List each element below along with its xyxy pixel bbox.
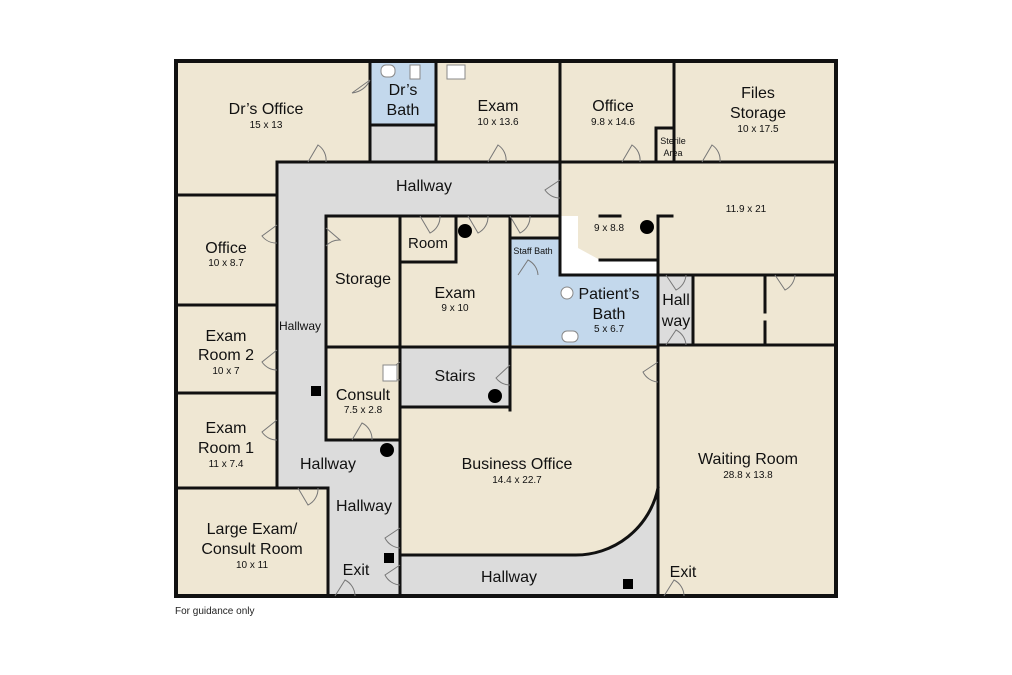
staff-bath-area [510,238,560,345]
exam-room-2-name-1: Exam [206,328,247,345]
hallway-connector [370,125,436,162]
hallway-lower-name: Hallway [336,498,392,515]
hallway-small-name-1: Hall [662,292,690,309]
stairs-name: Stairs [435,368,476,385]
exam-room-1-size: 11 x 7.4 [209,459,244,470]
large-exam-name-2: Consult Room [201,541,302,558]
files-storage-name-1: Files [741,85,775,102]
sterile-area-name-2: Area [663,148,682,158]
exam-room-2-name-2: Room 2 [198,347,254,364]
sterile-area-name-1: Sterile [660,136,686,146]
footer-note: For guidance only [175,606,255,617]
exam-room-1-name-1: Exam [206,420,247,437]
hallway-mid-name: Hallway [300,456,356,473]
column-marker-icon [380,443,394,457]
sink-icon [382,364,398,382]
room-119x21-size: 11.9 x 21 [726,204,767,215]
room-labels: Dr’s Office 15 x 13 Dr’s Bath Exam 10 x … [198,82,798,586]
hallway-small-name-2: way [661,313,690,330]
patients-bath-name-2: Bath [593,306,626,323]
hallway-left-name: Hallway [279,319,321,333]
exam-room-2-size: 10 x 7 [212,366,240,377]
exit-right-label: Exit [670,564,697,581]
sink-icon [446,64,466,80]
outer-wall [174,59,838,598]
business-office-size: 14.4 x 22.7 [492,475,542,486]
exam-mid-name: Exam [435,285,476,302]
column-square-icon [311,386,321,396]
consult-size: 7.5 x 2.8 [344,405,383,416]
drs-office-size: 15 x 13 [250,120,283,131]
room-9x88-size: 9 x 8.8 [594,223,624,234]
hallway-bottom-name: Hallway [481,569,537,586]
room-fills [176,61,836,596]
fixtures [311,64,654,589]
large-exam-size: 10 x 11 [236,560,268,571]
sink-icon [560,286,574,300]
patients-bath-name-1: Patient’s [578,286,639,303]
toilet-icon [380,64,396,78]
building-floor [176,61,836,596]
drs-bath-name-1: Dr’s [389,82,418,99]
drs-office-name: Dr’s Office [229,101,304,118]
patients-bath-size: 5 x 6.7 [594,324,624,335]
exit-left-label: Exit [343,562,370,579]
large-exam-name-1: Large Exam/ [207,521,298,538]
exam-top-name: Exam [478,98,519,115]
exam-top-size: 10 x 13.6 [477,117,519,128]
walls [174,59,838,598]
sink-icon [409,64,421,80]
column-marker-icon [458,224,472,238]
doors [261,79,796,597]
column-square-icon [384,553,394,563]
files-storage-size: 10 x 17.5 [737,124,779,135]
office-left-name: Office [205,240,247,257]
room-small-name: Room [408,235,448,252]
hallway-small-area [658,275,693,345]
toilet-icon [561,330,579,343]
office-top-name: Office [592,98,634,115]
files-storage-name-2: Storage [730,105,786,122]
waiting-room-name: Waiting Room [698,451,798,468]
drs-bath-name-2: Bath [387,102,420,119]
consult-name: Consult [336,387,391,404]
storage-name: Storage [335,271,391,288]
column-square-icon [623,579,633,589]
column-marker-icon [488,389,502,403]
exam-room-1-name-2: Room 1 [198,440,254,457]
business-office-name: Business Office [462,456,573,473]
waiting-room-size: 28.8 x 13.8 [723,470,773,481]
column-marker-icon [640,220,654,234]
office-left-size: 10 x 8.7 [208,258,244,269]
hallway-loop [277,162,658,596]
hallway-top-name: Hallway [396,178,452,195]
exam-mid-size: 9 x 10 [441,303,469,314]
staff-bath-name: Staff Bath [513,246,552,256]
office-top-size: 9.8 x 14.6 [591,117,635,128]
